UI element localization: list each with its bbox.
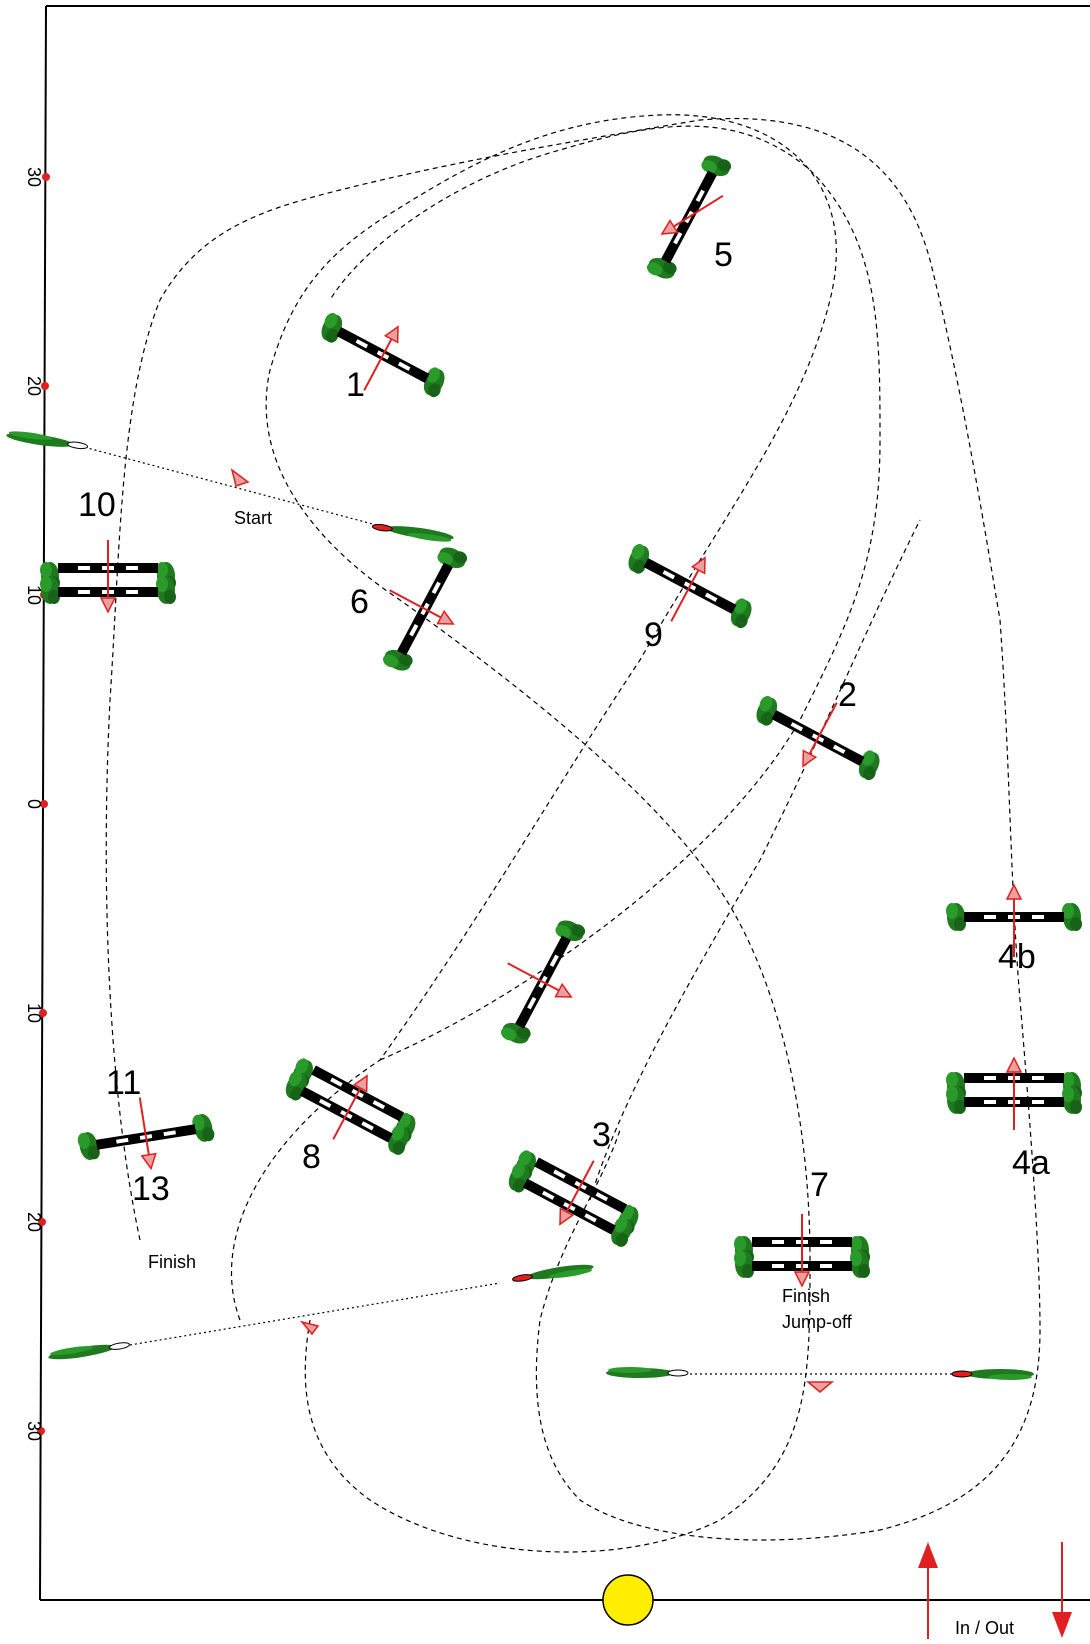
obstacle-label: 4b <box>998 938 1036 976</box>
axis-tick-label: 20 <box>24 1212 44 1232</box>
axis-tick: 30 <box>24 1421 45 1441</box>
axis-tick-label: 30 <box>24 1421 44 1441</box>
axis-tick: 0 <box>24 799 48 809</box>
obstacle-2: 2 <box>751 676 884 782</box>
start-line: Start <box>5 428 455 545</box>
axis-tick-label: 10 <box>24 585 44 605</box>
axis-tick: 10 <box>24 1003 47 1023</box>
axis-tick: 30 <box>24 167 50 187</box>
obstacle-4b: 4b <box>946 884 1082 976</box>
obstacle-label: 6 <box>350 583 369 621</box>
obstacle-unnumbered <box>499 915 588 1048</box>
obstacle-label: 3 <box>592 1116 611 1154</box>
gate: In / Out <box>918 1542 1072 1639</box>
obstacle-11-13: 11 13 <box>77 1064 216 1208</box>
axis-tick: 20 <box>24 1212 46 1232</box>
axis-tick-label: 10 <box>24 1003 44 1023</box>
obstacle-9: 9 <box>623 542 756 654</box>
obstacle-label: 13 <box>132 1170 170 1208</box>
axis-tick: 20 <box>24 376 49 396</box>
obstacle-label: 2 <box>838 676 857 714</box>
axis-ticks: 30 20 10 0 10 20 30 <box>24 167 50 1441</box>
obstacle-10: 10 <box>40 486 176 613</box>
obstacle-label: 8 <box>302 1138 321 1176</box>
obstacle-label: 5 <box>714 236 733 274</box>
obstacle-4a: 4a <box>946 1057 1082 1182</box>
obstacle-3: 3 <box>504 1116 644 1249</box>
obstacle-label: 1 <box>346 366 365 404</box>
obstacle-6: 6 <box>350 542 469 675</box>
axis-tick-label: 30 <box>24 167 44 187</box>
obstacle-7: 7 <box>734 1166 870 1287</box>
course-track <box>105 114 1041 1553</box>
obstacle-8: 8 <box>281 1056 421 1176</box>
gate-label: In / Out <box>955 1618 1014 1638</box>
start-label: Start <box>234 508 272 528</box>
obstacle-label: 7 <box>810 1166 829 1204</box>
marker-circle <box>602 1574 654 1626</box>
obstacle-label: 4a <box>1012 1144 1050 1182</box>
jumpoff-label: Jump-off <box>782 1312 853 1332</box>
jumpoff-finish-line: Finish Jump-off <box>605 1286 1035 1393</box>
jumpoff-finish-label: Finish <box>782 1286 830 1306</box>
axis-tick-label: 0 <box>24 799 44 809</box>
obstacle-label: 11 <box>106 1064 141 1102</box>
axis-tick-label: 20 <box>24 376 44 396</box>
finish-label: Finish <box>148 1252 196 1272</box>
finish-line: Finish <box>46 1252 596 1363</box>
obstacle-label: 9 <box>644 616 663 654</box>
obstacle-1: 1 <box>316 311 449 404</box>
obstacle-5: 5 <box>645 150 734 283</box>
obstacle-label: 10 <box>78 486 116 524</box>
